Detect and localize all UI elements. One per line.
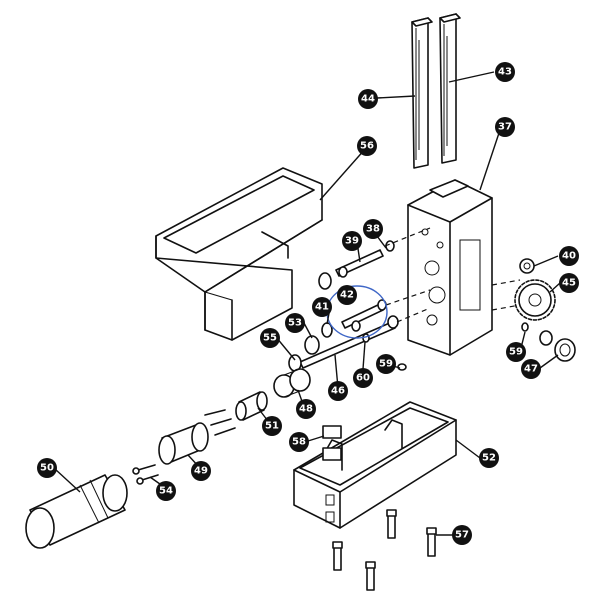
svg-text:46: 46 [331,386,345,397]
svg-text:37: 37 [498,122,512,133]
svg-text:58: 58 [292,437,306,448]
callout-40: 40 [559,246,579,266]
svg-text:49: 49 [194,466,208,477]
gear-part-40 [519,258,535,274]
svg-text:60: 60 [356,373,370,384]
callout-59-right: 59 [506,342,526,362]
motor-part-50 [25,474,128,549]
svg-text:41: 41 [315,302,329,313]
callout-53: 53 [285,313,305,333]
rail-part-44 [411,17,433,169]
svg-text:52: 52 [482,453,496,464]
callout-45: 45 [559,273,579,293]
svg-text:59: 59 [509,347,523,358]
callout-43: 43 [495,62,515,82]
small-screws [204,409,236,436]
callout-55: 55 [260,328,280,348]
callout-54: 54 [156,481,176,501]
callout-57: 57 [452,525,472,545]
svg-text:57: 57 [455,530,469,541]
gear-housing-part-37 [407,179,493,356]
svg-text:56: 56 [360,141,374,152]
shaft-assembly [273,240,407,398]
svg-text:53: 53 [288,318,302,329]
tray-cover-part-56 [155,167,323,341]
callout-42: 42 [337,285,357,305]
callout-46: 46 [328,381,348,401]
callout-44: 44 [358,89,378,109]
callout-47: 47 [521,359,541,379]
screws-part-54 [132,464,159,485]
coupling-part-49 [158,422,209,465]
svg-text:45: 45 [562,278,576,289]
svg-text:40: 40 [562,251,576,262]
screws-part-57 [332,509,437,591]
callout-59-center: 59 [376,354,396,374]
svg-text:50: 50 [40,463,54,474]
washer-part-59 [521,322,529,332]
callout-56: 56 [357,136,377,156]
svg-text:42: 42 [340,290,354,301]
gear-part-45 [514,279,556,321]
callout-49: 49 [191,461,211,481]
svg-text:44: 44 [361,94,375,105]
gear-part-47 [539,330,576,362]
svg-text:47: 47 [524,364,538,375]
callout-48: 48 [296,399,316,419]
svg-text:59: 59 [379,359,393,370]
assembly-axes [384,227,521,323]
svg-text:39: 39 [345,236,359,247]
clip-part-58 [322,425,342,461]
callout-38: 38 [363,219,383,239]
svg-text:54: 54 [159,486,173,497]
svg-text:38: 38 [366,224,380,235]
base-box-part-52 [293,401,457,529]
svg-text:55: 55 [263,333,277,344]
callout-39: 39 [342,231,362,251]
svg-text:48: 48 [299,404,313,415]
bushing-part-51 [235,391,268,421]
svg-text:43: 43 [498,67,512,78]
callout-50: 50 [37,458,57,478]
callout-37: 37 [495,117,515,137]
callout-52: 52 [479,448,499,468]
callout-51: 51 [262,416,282,436]
callout-60: 60 [353,368,373,388]
callout-58: 58 [289,432,309,452]
rail-part-43 [439,13,461,164]
svg-text:51: 51 [265,421,279,432]
callout-41: 41 [312,297,332,317]
